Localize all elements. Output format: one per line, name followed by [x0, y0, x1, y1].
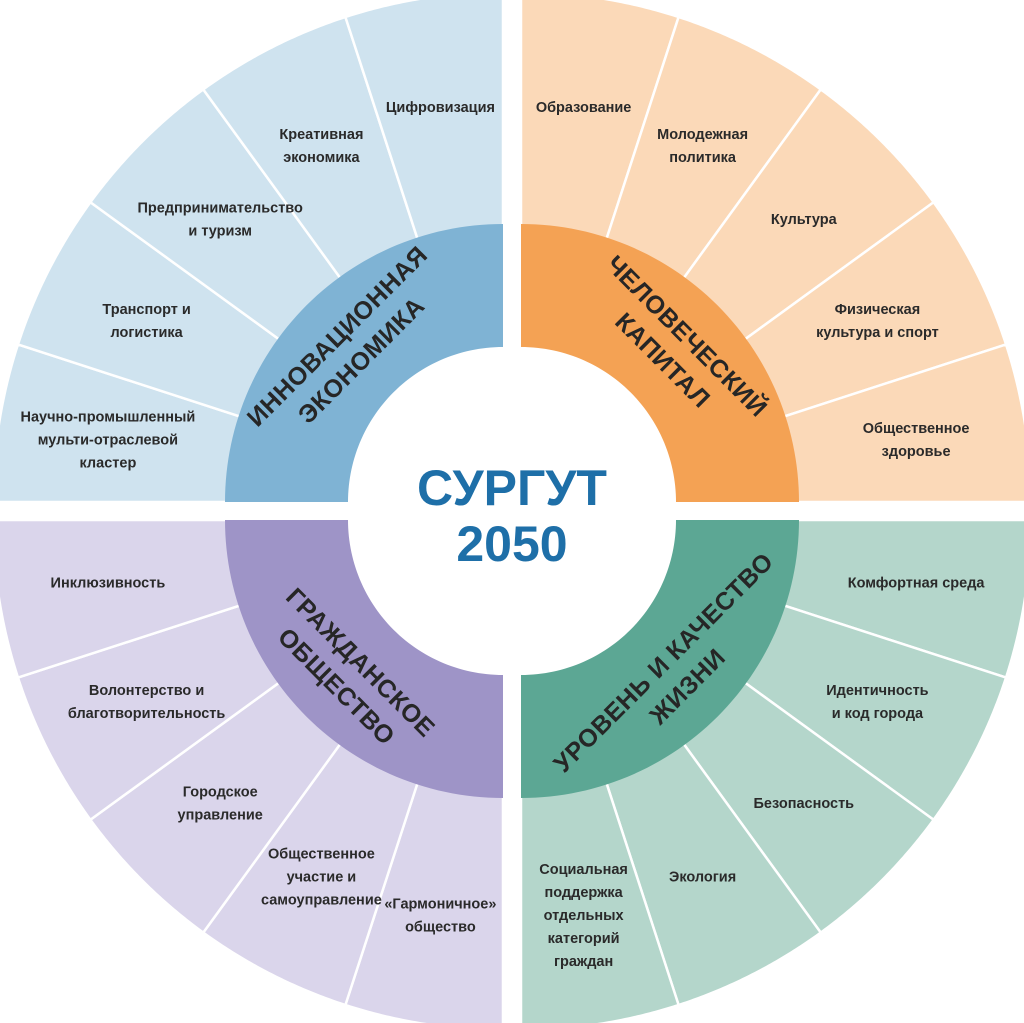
sector-label-культура: Культура: [771, 212, 838, 228]
ring-segment-human: [521, 224, 799, 502]
sector-label-гармоничное-общество: «Гармоничное»общество: [384, 897, 496, 936]
sector-label-безопасность: Безопасность: [754, 796, 855, 812]
ring-segment-quality: [521, 520, 799, 798]
sector-label-цифровизация: Цифровизация: [386, 100, 495, 116]
center-title-line1: СУРГУТ: [417, 460, 607, 516]
sector-label-комфортная-среда: Комфортная среда: [848, 576, 986, 592]
ring-segment-innovation: [225, 224, 503, 502]
center-circle: [358, 357, 666, 665]
sector-label-образование: Образование: [536, 100, 632, 116]
inner-ring-layer: [225, 224, 799, 798]
ring-segment-civil: [225, 520, 503, 798]
center-title-line2: 2050: [456, 516, 567, 572]
sector-label-экология: Экология: [669, 869, 736, 885]
sector-label-инклюзивность: Инклюзивность: [51, 576, 166, 592]
